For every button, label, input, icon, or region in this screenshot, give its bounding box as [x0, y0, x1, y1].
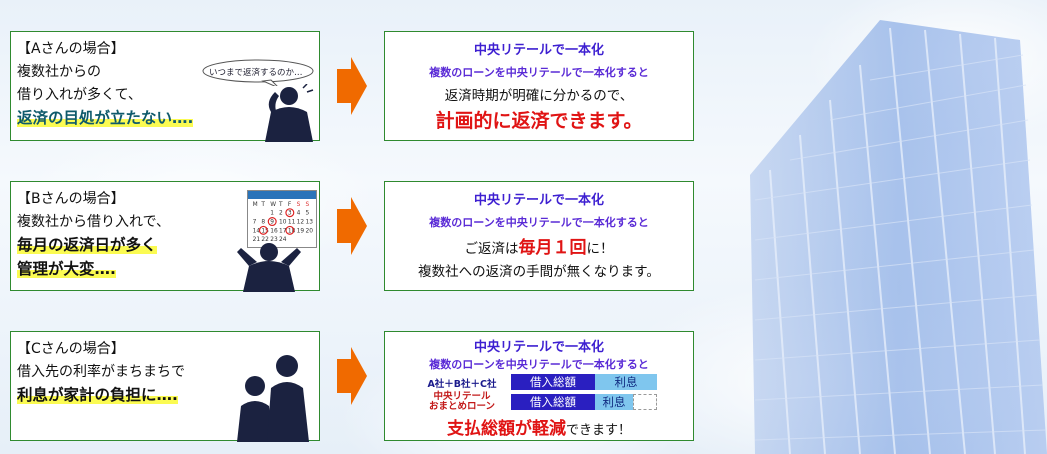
case-b-label: 【Bさんの場合】	[17, 191, 125, 207]
solution-b-title: 中央リテールで一本化	[473, 193, 604, 208]
solution-a-title: 中央リテールで一本化	[473, 43, 604, 58]
svg-text:13: 13	[306, 219, 314, 225]
case-b-card: 【Bさんの場合】 複数社から借り入れで、 毎月の返済日が多く 管理が大変…. M…	[10, 181, 320, 292]
troubled-person-silhouette	[237, 243, 301, 292]
row1-interest: 利息	[595, 374, 657, 390]
row-label-chuo: 中央リテール おまとめローン	[425, 392, 499, 412]
solution-c-subtitle: 複数のローンを中央リテールで一本化すると	[429, 358, 649, 371]
svg-text:5: 5	[306, 211, 310, 217]
svg-text:3: 3	[288, 211, 292, 217]
svg-text:23: 23	[270, 237, 278, 243]
svg-text:4: 4	[297, 211, 301, 217]
arrow-right-icon	[337, 347, 367, 405]
solution-b-emphasis: 毎月１回	[518, 238, 587, 258]
svg-text:24: 24	[279, 237, 287, 243]
svg-text:22: 22	[261, 237, 269, 243]
case-a-card: 【Aさんの場合】 複数社からの 借り入れが多くて、 返済の目処が立たない…. い…	[10, 31, 320, 142]
svg-text:17: 17	[279, 228, 287, 234]
arrow-right-icon	[337, 197, 367, 255]
solution-c-final-suffix: できます！	[565, 423, 631, 438]
case-c-label: 【Cさんの場合】	[17, 341, 125, 357]
row2-interest: 利息	[595, 394, 633, 410]
svg-text:2: 2	[279, 211, 283, 217]
solution-b-subtitle: 複数のローンを中央リテールで一本化すると	[429, 216, 649, 229]
svg-text:16: 16	[270, 228, 278, 234]
loan-comparison-table: A社＋B社＋C社 借入総額 利息 中央リテール おまとめローン 借入総額 利息	[385, 374, 693, 414]
solution-a-subtitle: 複数のローンを中央リテールで一本化すると	[429, 66, 649, 79]
row-label-abc: A社＋B社＋C社	[427, 379, 497, 390]
solution-c-final-emphasis: 支払総額が軽減	[446, 419, 566, 439]
case-a-text: 【Aさんの場合】 複数社からの 借り入れが多くて、 返済の目処が立たない….	[17, 38, 194, 131]
svg-text:S: S	[297, 202, 301, 208]
case-a-highlight: 返済の目処が立たない….	[17, 109, 194, 127]
speech-bubble-text: いつまで返済するのか…	[209, 68, 303, 78]
worried-person-silhouette	[265, 84, 314, 142]
svg-text:T: T	[278, 202, 283, 208]
svg-text:M: M	[253, 202, 258, 208]
case-a-line-1: 複数社からの	[17, 64, 101, 80]
case-c-card: 【Cさんの場合】 借入先の利率がまちまちで 利息が家計の負担に….	[10, 331, 320, 442]
arrow-right-icon	[337, 57, 367, 115]
solution-b-line: ご返済は毎月１回に！	[385, 233, 693, 258]
case-b-highlight-2: 管理が大変….	[17, 260, 116, 278]
case-b-line-1: 複数社から借り入れで、	[17, 214, 171, 230]
svg-text:T: T	[260, 202, 265, 208]
case-a-label: 【Aさんの場合】	[17, 41, 125, 57]
svg-text:8: 8	[261, 219, 265, 225]
svg-text:19: 19	[297, 228, 305, 234]
case-b-text: 【Bさんの場合】 複数社から借り入れで、 毎月の返済日が多く 管理が大変….	[17, 188, 170, 282]
svg-text:15: 15	[261, 228, 269, 234]
svg-text:7: 7	[253, 219, 257, 225]
solution-c-card: 中央リテールで一本化 複数のローンを中央リテールで一本化すると A社＋B社＋C社…	[384, 331, 694, 441]
solution-b-prefix: ご返済は	[464, 241, 519, 257]
case-c-highlight: 利息が家計の負担に….	[17, 386, 178, 404]
solution-a-card: 中央リテールで一本化 複数のローンを中央リテールで一本化すると 返済時期が明確に…	[384, 31, 694, 141]
svg-text:14: 14	[253, 228, 261, 234]
case-b-highlight-1: 毎月の返済日が多く	[17, 236, 157, 254]
case-c-text: 【Cさんの場合】 借入先の利率がまちまちで 利息が家計の負担に….	[17, 338, 185, 408]
svg-text:21: 21	[253, 237, 261, 243]
case-a-line-2: 借り入れが多くて、	[17, 87, 142, 103]
case-c-line-1: 借入先の利率がまちまちで	[17, 364, 185, 380]
svg-text:18: 18	[288, 228, 296, 234]
svg-text:W: W	[270, 202, 276, 208]
solution-c-title: 中央リテールで一本化	[473, 340, 604, 355]
svg-text:1: 1	[270, 211, 274, 217]
solution-a-emphasis: 計画的に返済できます。	[435, 110, 643, 132]
solution-b-suffix: に！	[586, 241, 614, 257]
svg-text:10: 10	[279, 219, 287, 225]
row2-principal: 借入総額	[511, 394, 595, 410]
skyscraper-image	[750, 20, 1047, 454]
row2-reduced-space	[633, 394, 657, 410]
svg-text:12: 12	[297, 219, 305, 225]
svg-text:9: 9	[270, 219, 274, 225]
row1-principal: 借入総額	[511, 374, 595, 390]
speech-bubble-icon	[202, 59, 314, 86]
solution-c-final: 支払総額が軽減できます！	[385, 414, 693, 439]
row-label-chuo-2: おまとめローン	[428, 401, 496, 412]
solution-a-line: 返済時期が明確に分かるので、	[444, 88, 634, 104]
svg-text:11: 11	[288, 219, 296, 225]
svg-text:S: S	[306, 202, 310, 208]
solution-b-card: 中央リテールで一本化 複数のローンを中央リテールで一本化すると ご返済は毎月１回…	[384, 181, 694, 291]
svg-text:F: F	[288, 202, 292, 208]
svg-text:20: 20	[306, 228, 314, 234]
solution-b-line2: 複数社への返済の手間が無くなります。	[418, 264, 660, 280]
row-label-chuo-1: 中央リテール	[433, 391, 491, 402]
couple-silhouette	[237, 355, 309, 442]
